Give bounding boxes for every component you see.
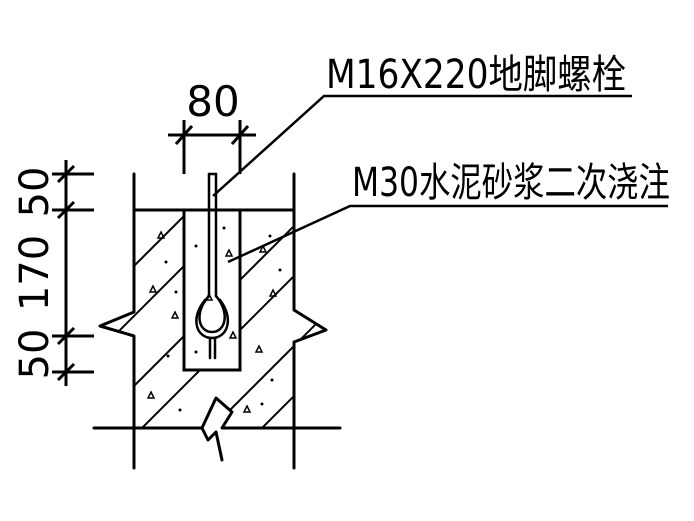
dimension-width bbox=[168, 120, 256, 174]
dimension-chain-vertical bbox=[52, 160, 94, 386]
grout-label: M30水泥砂浆二次浇注 bbox=[352, 160, 670, 206]
concrete-outline bbox=[98, 208, 136, 430]
dimension-middle-label: 170 bbox=[12, 235, 58, 311]
dimension-bottom-label: 50 bbox=[12, 329, 58, 380]
dimension-width-label: 80 bbox=[186, 77, 239, 126]
foundation-bottom-line bbox=[92, 396, 342, 430]
anchor-bolt-leader bbox=[212, 94, 632, 197]
concrete-outline-right bbox=[292, 208, 328, 430]
grout-leader bbox=[227, 204, 668, 264]
foundation-break-line bbox=[200, 426, 224, 462]
anchor-bolt-label: M16X220地脚螺栓 bbox=[326, 52, 626, 98]
aggregate-dots bbox=[164, 226, 282, 412]
dimension-top-label: 50 bbox=[12, 167, 58, 218]
